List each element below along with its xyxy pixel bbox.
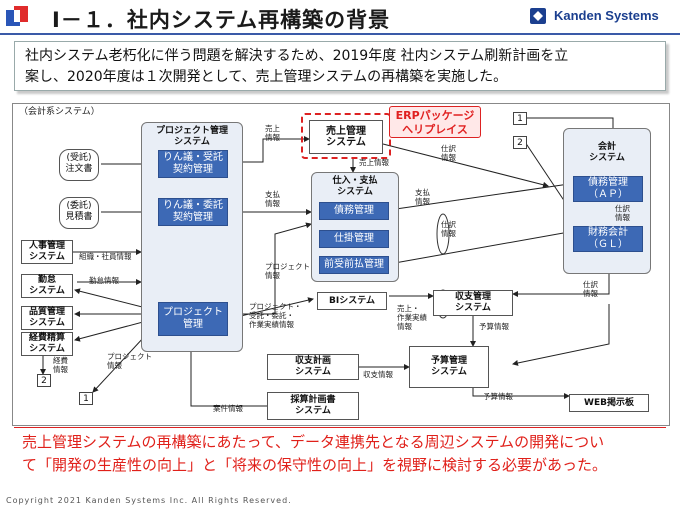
order-doc-line1: (受託) [66,153,92,163]
quote-doc-icon: (委託) 見積書 [59,197,99,229]
gl-line1: 財務会計 [588,227,628,238]
ringi-receive-box: りん議・受託 契約管理 [158,150,228,178]
label-project-info: プロジェクト 情報 [265,262,310,280]
attendance-system-box: 勤怠 システム [21,274,73,298]
accounting-group-title: 会計 システム [589,142,625,163]
flag-2-bottom: 2 [37,374,51,387]
ap-line2: （ＡＰ） [588,189,628,200]
ap-line1: 債務管理 [588,177,628,188]
label-org-staff: 組織・社員情報 [79,252,132,261]
ringi-entrust-box: りん議・委託 契約管理 [158,198,228,226]
purchase-group-title: 仕入・支払 システム [332,176,378,197]
label-income-info: 収支情報 [363,370,393,379]
label-attendance-info: 勤怠情報 [89,276,119,285]
label-payment-info-2: 支払 情報 [415,188,430,206]
gl-box: 財務会計 （ＧＬ） [573,226,643,252]
label-sales-info: 売上 情報 [265,124,280,142]
label-multi-info: プロジェクト・ 受託・委託・ 作業実績情報 [249,302,302,329]
label-journal-3: 仕訳 情報 [615,204,630,222]
erp-callout-line2: へリプレイス [402,123,468,136]
quote-doc-line1: (委託) [66,201,92,211]
sales-system-box: 売上管理 システム [309,120,383,154]
wip-box: 仕掛管理 [319,230,389,248]
quality-system-box: 品質管理 システム [21,306,73,330]
ap-box: 債務管理 （ＡＰ） [573,176,643,202]
prepaid-box: 前受前払管理 [319,256,389,274]
flag-1-bottom: 1 [79,392,93,405]
order-doc-icon: (受託) 注文書 [59,149,99,181]
web-board-box: WEB掲示板 [569,394,649,412]
income-expense-system-box: 収支管理 システム [433,290,513,316]
intro-line-2: 案し、2020年度は１次開発として、売上管理システムの再構築を実施した。 [25,69,508,85]
project-management-box: プロジェクト 管理 [158,302,228,336]
label-sales-info-2: 売上情報 [359,158,389,167]
conclusion-line-1: 売上管理システムの再構築にあたって、データ連携先となる周辺システムの開発につい [22,433,605,451]
brand-logo-icon [530,8,546,24]
label-payment-info: 支払 情報 [265,190,280,208]
flag-1-top: 1 [513,112,527,125]
order-doc-line2: 注文書 [65,164,93,174]
label-budget-info-2: 予算情報 [483,392,513,401]
intro-line-1: 社内システム老朽化に伴う問題を解決するため、2019年度 社内システム刷新計画を… [25,48,569,64]
sales-highlight-frame [301,113,391,159]
company-logo-mark [6,6,28,26]
conclusion-divider [14,427,666,428]
conclusion-line-2: て「開発の生産性の向上」と「将来の保守性の向上」を視野に検討する必要があった。 [22,456,608,474]
profitability-system-box: 採算計画書 システム [267,392,359,420]
page-title: Ⅰ－１．社内システム再構築の背景 [52,8,391,32]
label-expense-info: 経費 情報 [53,356,68,374]
label-journal-2: 仕訳 情報 [441,220,456,238]
payable-box: 債務管理 [319,202,389,220]
conclusion-text: 売上管理システムの再構築にあたって、データ連携先となる周辺システムの開発につい … [14,427,666,483]
bi-system-box: BIシステム [317,292,387,310]
erp-callout-line1: ERPパッケージ [395,109,475,122]
hr-system-box: 人事管理 システム [21,240,73,264]
label-journal-4: 仕訳 情報 [583,280,598,298]
label-sales-work: 売上・ 作業実績 情報 [397,304,427,331]
title-divider [0,33,680,35]
expense-system-box: 経費精算 システム [21,332,73,356]
diagram-caption: （会計系システム） [19,107,100,117]
copyright-footer: Copyright 2021 Kanden Systems Inc. All R… [6,496,292,505]
diagram-connectors [40,117,616,407]
quote-doc-line2: 見積書 [65,212,93,222]
label-budget-info: 予算情報 [479,322,509,331]
label-project-info-2: プロジェクト 情報 [107,352,152,370]
system-diagram: （会計系システム） [12,103,670,426]
project-group-title: プロジェクト管理 システム [155,126,228,147]
label-case-info: 案件情報 [213,404,243,413]
brand-name: Kanden Systems [554,8,659,23]
intro-box: 社内システム老朽化に伴う問題を解決するため、2019年度 社内システム刷新計画を… [14,41,666,91]
budget-system-box: 予算管理 システム [409,346,489,388]
gl-line2: （ＧＬ） [588,239,628,250]
erp-callout: ERPパッケージ へリプレイス [389,106,481,138]
flag-2-top: 2 [513,136,527,149]
label-journal-1: 仕訳 情報 [441,144,456,162]
plan-system-box: 収支計画 システム [267,354,359,380]
